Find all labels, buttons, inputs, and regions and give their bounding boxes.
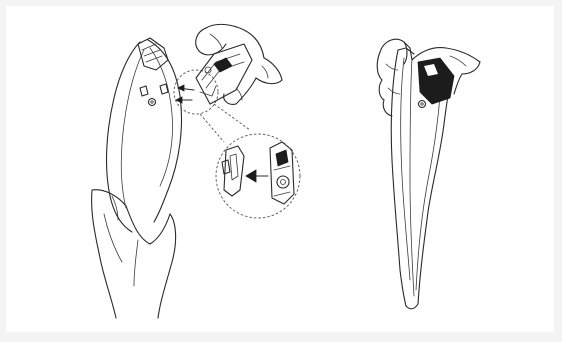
insert-arrow-icon bbox=[176, 85, 194, 103]
clipper-body-icon bbox=[107, 38, 182, 232]
hand-holding-clipper-icon bbox=[377, 39, 480, 116]
callout-source-circle bbox=[174, 70, 218, 114]
hand-removing-blade-icon bbox=[196, 24, 282, 104]
magnifier-callout-icon bbox=[216, 134, 300, 218]
callout-connector bbox=[200, 114, 224, 142]
right-illustration bbox=[377, 39, 480, 309]
hand-holding-clipper-icon bbox=[92, 190, 176, 318]
left-illustration bbox=[92, 24, 300, 318]
